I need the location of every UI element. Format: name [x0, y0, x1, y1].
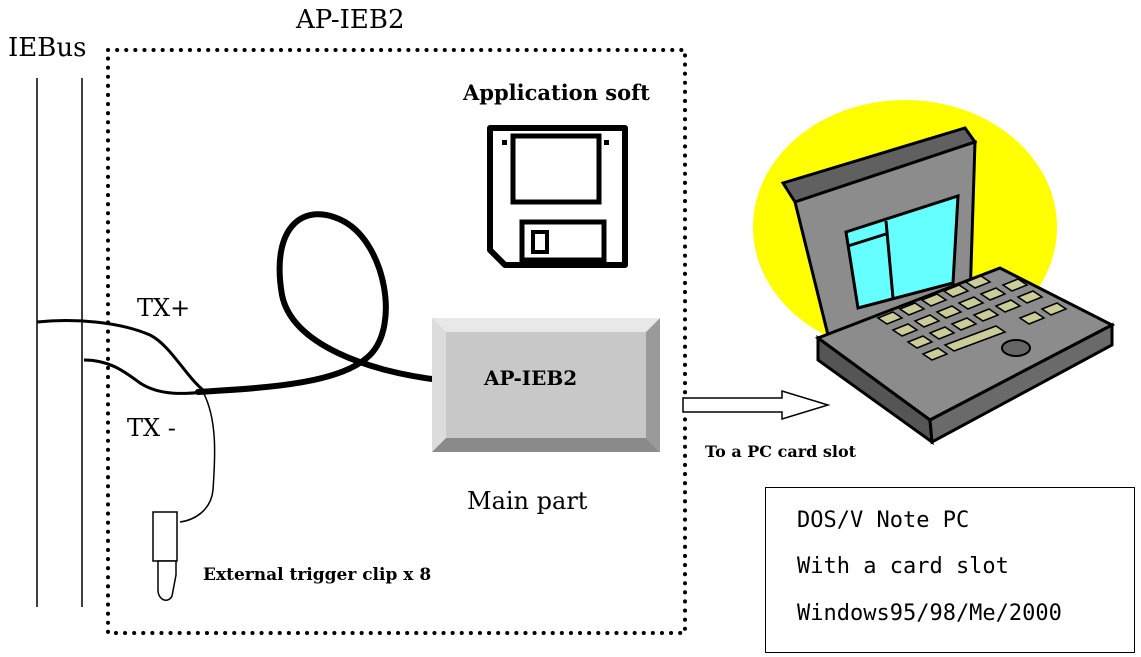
pc-card-slot-label: To a PC card slot — [705, 442, 857, 461]
tx-plus-wire — [36, 319, 204, 392]
pc-info-line-2: With a card slot — [797, 554, 1009, 579]
tx-plus-label: TX+ — [137, 294, 191, 322]
tx-minus-label: TX - — [127, 414, 176, 442]
system-title: AP-IEB2 — [296, 5, 405, 35]
laptop-icon — [753, 100, 1116, 446]
trigger-clip-lead — [179, 391, 216, 523]
floppy-disk-icon — [487, 125, 628, 268]
cable-loop — [195, 211, 443, 395]
trigger-clip-label: External trigger clip x 8 — [203, 565, 432, 585]
arrow-icon — [682, 389, 831, 421]
ap-ieb2-device — [432, 318, 660, 452]
pc-info-line-3: Windows95/98/Me/2000 — [797, 601, 1062, 626]
trigger-clip-icon — [152, 511, 178, 601]
ap-ieb2-boundary — [106, 48, 687, 635]
pc-info-box: DOS/V Note PC With a card slot Windows95… — [765, 487, 1135, 653]
pc-info-line-1: DOS/V Note PC — [797, 508, 970, 533]
iebus-label: IEBus — [8, 33, 87, 63]
application-soft-label: Application soft — [463, 80, 650, 105]
tx-minus-wire — [83, 358, 206, 395]
main-part-label: Main part — [467, 487, 588, 515]
device-label: AP-IEB2 — [484, 366, 578, 390]
